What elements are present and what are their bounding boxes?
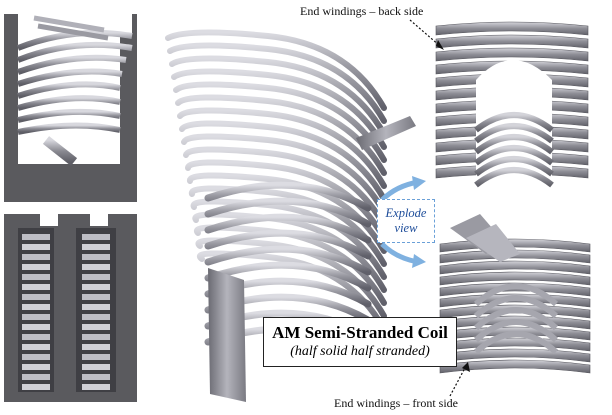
strand: [22, 274, 50, 280]
end-winding-stack: [435, 21, 589, 196]
strand: [82, 244, 110, 250]
explode-arrows: [380, 176, 426, 268]
end-winding-turn: [439, 260, 591, 275]
coil-turn: [165, 29, 387, 111]
explode-view-label: Explode view: [377, 199, 435, 243]
end-winding-arc: [474, 156, 554, 177]
figure-title-box: AM Semi-Stranded Coil (half solid half s…: [263, 317, 457, 367]
end-winding-turn: [439, 282, 591, 297]
strand: [82, 294, 110, 300]
end-winding-arc: [473, 283, 559, 307]
strand: [22, 284, 50, 290]
end-winding-turn: [435, 21, 589, 36]
end-winding-arc: [473, 331, 559, 355]
front-side-end-windings: [436, 214, 594, 384]
figure-subtitle: (half solid half stranded): [290, 344, 430, 359]
coil-turn-front: [204, 213, 372, 244]
end-winding-arc: [473, 307, 559, 331]
caption-front-side: End windings – front side: [334, 396, 458, 410]
figure-title: AM Semi-Stranded Coil: [272, 323, 448, 342]
strand: [22, 334, 50, 340]
strand: [22, 264, 50, 270]
explode-label-line1: Explode: [385, 206, 427, 220]
strand: [82, 344, 110, 350]
coil-turn: [181, 133, 387, 215]
coil-turn-front: [204, 181, 372, 212]
strand: [22, 344, 50, 350]
explode-label-line2: view: [394, 221, 418, 235]
strand: [82, 334, 110, 340]
strand: [22, 314, 50, 320]
strand: [82, 374, 110, 380]
back-side-end-windings: [432, 20, 592, 196]
arrow-up-right-head: [412, 176, 426, 190]
lead-in-conductor: [356, 116, 416, 150]
leader-back: [409, 19, 441, 47]
end-winding-arc: [474, 167, 554, 188]
strand: [82, 314, 110, 320]
center-coil-view: [148, 18, 420, 406]
strand: [22, 324, 50, 330]
end-winding-turn: [435, 34, 589, 49]
coil-turn-front: [204, 245, 372, 276]
strand: [22, 354, 50, 360]
end-winding-arc: [474, 112, 554, 133]
coil-turn: [167, 42, 387, 124]
coil-turn-front: [204, 197, 372, 228]
arrow-down-right-head: [412, 254, 426, 268]
end-winding-turn: [439, 359, 591, 374]
end-winding-turn: [435, 47, 589, 62]
strand: [82, 254, 110, 260]
strand: [82, 384, 110, 390]
strand: [22, 244, 50, 250]
strand: [82, 284, 110, 290]
end-winding-stack: [439, 238, 591, 374]
coil-turn: [177, 107, 387, 189]
end-winding-turn: [439, 271, 591, 286]
leader-back-head: [436, 40, 444, 50]
end-winding-arc: [474, 145, 554, 166]
strand: [22, 384, 50, 390]
end-winding-arc: [474, 134, 554, 155]
coil-turn: [173, 81, 387, 163]
strand: [22, 304, 50, 310]
strand: [82, 354, 110, 360]
strand: [22, 364, 50, 370]
coil-turn: [171, 68, 387, 150]
coil-turn-front: [204, 261, 372, 292]
strand: [82, 364, 110, 370]
strand: [22, 234, 50, 240]
coil-turn: [179, 120, 387, 202]
coil-turn-front: [204, 229, 372, 260]
strand: [22, 374, 50, 380]
leader-front: [449, 365, 467, 397]
coil-turn: [190, 198, 387, 280]
top-left-slot-view: [4, 14, 137, 202]
coil-turn: [183, 146, 387, 228]
end-winding-arc: [473, 295, 559, 319]
bottom-left-slot-section: [4, 214, 137, 402]
end-winding-arc: [473, 319, 559, 343]
strand: [82, 274, 110, 280]
coil-turns: [165, 29, 387, 356]
strand: [22, 294, 50, 300]
leader-front-head: [462, 362, 470, 372]
caption-back-side: End windings – back side: [300, 4, 424, 18]
strand: [82, 324, 110, 330]
coil-turns: [16, 15, 133, 166]
lead-out-conductor: [208, 268, 246, 402]
strand: [82, 304, 110, 310]
stranded-conductors: [22, 234, 110, 390]
lead-conductor: [466, 224, 520, 262]
strand: [22, 254, 50, 260]
end-winding-arc: [474, 123, 554, 144]
coil-turn: [169, 55, 387, 137]
strand: [82, 234, 110, 240]
strand: [82, 264, 110, 270]
